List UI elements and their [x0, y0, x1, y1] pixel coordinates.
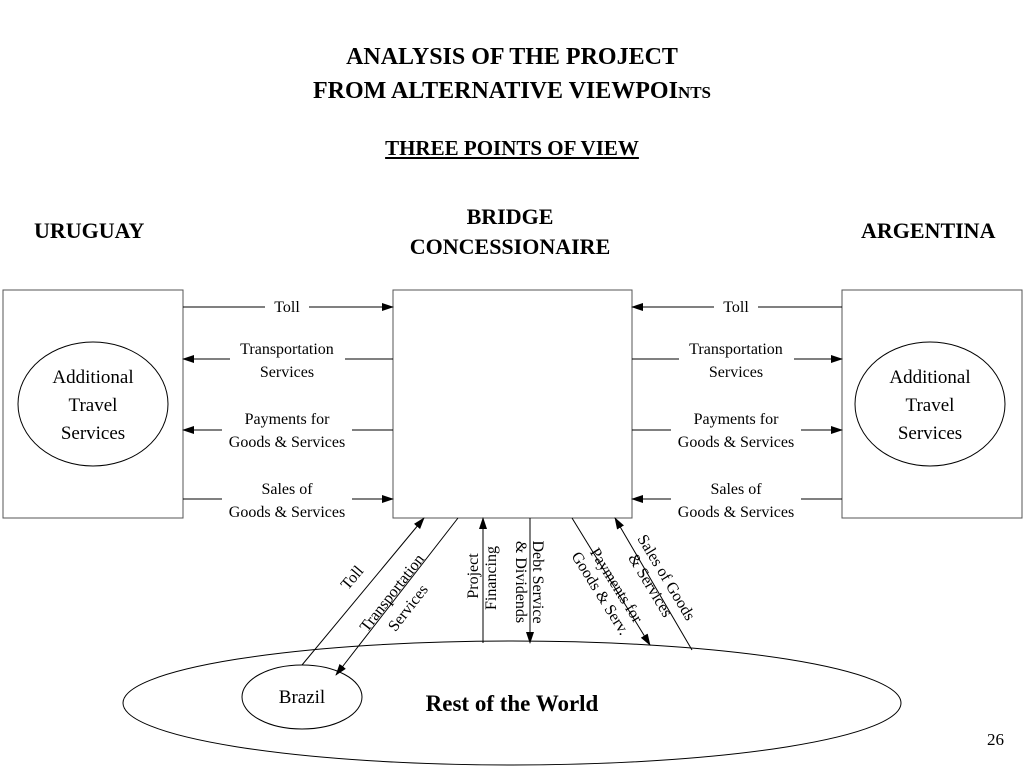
page-number: 26 — [987, 730, 1004, 749]
uruguay-box — [2, 289, 184, 519]
right-flow-sales-line-2: Goods & Services — [678, 504, 794, 521]
bridge-box — [392, 289, 633, 519]
rest-of-world-label: Rest of the World — [426, 691, 599, 716]
bottom-flow-project-financing-line-2: Financing — [483, 546, 500, 610]
right-flow-sales: Sales of Goods & Services — [631, 478, 842, 523]
left-flow-toll: Toll — [183, 298, 394, 316]
right-flow-payments-line-1: Payments for — [694, 411, 780, 428]
left-flow-sales: Sales of Goods & Services — [183, 478, 394, 523]
title-line-2-small: NTS — [677, 83, 712, 102]
bottom-flow-debt-service-line-1: Debt Service — [529, 540, 546, 623]
left-flow-toll-label: Toll — [274, 299, 300, 316]
title-line-2: FROM ALTERNATIVE VIEWPOINTS — [0, 74, 1024, 110]
brazil-label: Brazil — [279, 687, 325, 708]
right-flow-transportation-line-2: Services — [709, 364, 763, 381]
bottom-flow-debt-service: Debt Service & Dividends — [512, 518, 546, 644]
right-flow-sales-line-1: Sales of — [710, 481, 762, 498]
bottom-flow-project-financing-line-1: Project — [465, 553, 482, 599]
bottom-flow-toll-label: Toll — [338, 562, 368, 593]
right-flow-toll-label: Toll — [723, 299, 749, 316]
left-flow-transportation-line-2: Services — [260, 364, 314, 381]
left-flow-transportation: Transportation Services — [182, 338, 393, 383]
right-additional-travel-ellipse — [854, 341, 1006, 467]
right-flow-payments-line-2: Goods & Services — [678, 434, 794, 451]
heading-center-line-2: CONCESSIONAIRE — [409, 234, 611, 259]
left-node-line-3: Services — [61, 423, 125, 444]
right-flow-transportation-line-1: Transportation — [689, 341, 783, 358]
heading-bridge-concessionaire: BRIDGE CONCESSIONAIRE — [350, 202, 670, 262]
left-flow-transportation-line-1: Transportation — [240, 341, 334, 358]
left-node-line-2: Travel — [69, 395, 118, 416]
rest-of-world-ellipse — [122, 640, 902, 766]
title-line-1: ANALYSIS OF THE PROJECT — [346, 44, 678, 70]
left-flow-payments: Payments for Goods & Services — [182, 408, 393, 453]
heading-argentina: ARGENTINA — [861, 218, 996, 243]
argentina-box — [841, 289, 1023, 519]
right-node-line-1: Additional — [889, 367, 970, 388]
heading-center-line-1: BRIDGE — [466, 204, 554, 229]
left-flow-payments-line-2: Goods & Services — [229, 434, 345, 451]
right-flow-transportation: Transportation Services — [632, 338, 843, 383]
bottom-flow-transportation: Transportation Services — [335, 517, 459, 676]
right-node-line-2: Travel — [906, 395, 955, 416]
right-flow-payments: Payments for Goods & Services — [632, 408, 843, 453]
slide-title: ANALYSIS OF THE PROJECT FROM ALTERNATIVE… — [0, 40, 1024, 110]
left-additional-travel-ellipse — [17, 341, 169, 467]
heading-uruguay: URUGUAY — [34, 218, 145, 243]
left-flow-payments-line-1: Payments for — [245, 411, 331, 428]
right-flow-toll: Toll — [631, 298, 842, 316]
right-node-line-3: Services — [898, 423, 962, 444]
title-line-2-main: FROM ALTERNATIVE VIEWPOI — [312, 78, 678, 104]
left-flow-sales-line-2: Goods & Services — [229, 504, 345, 521]
left-node-line-1: Additional — [52, 367, 133, 388]
left-flow-sales-line-1: Sales of — [261, 481, 313, 498]
subtitle: THREE POINTS OF VIEW — [385, 136, 639, 160]
bottom-flow-project-financing: Project Financing — [465, 517, 500, 643]
bottom-flow-debt-service-line-2: & Dividends — [512, 541, 529, 623]
